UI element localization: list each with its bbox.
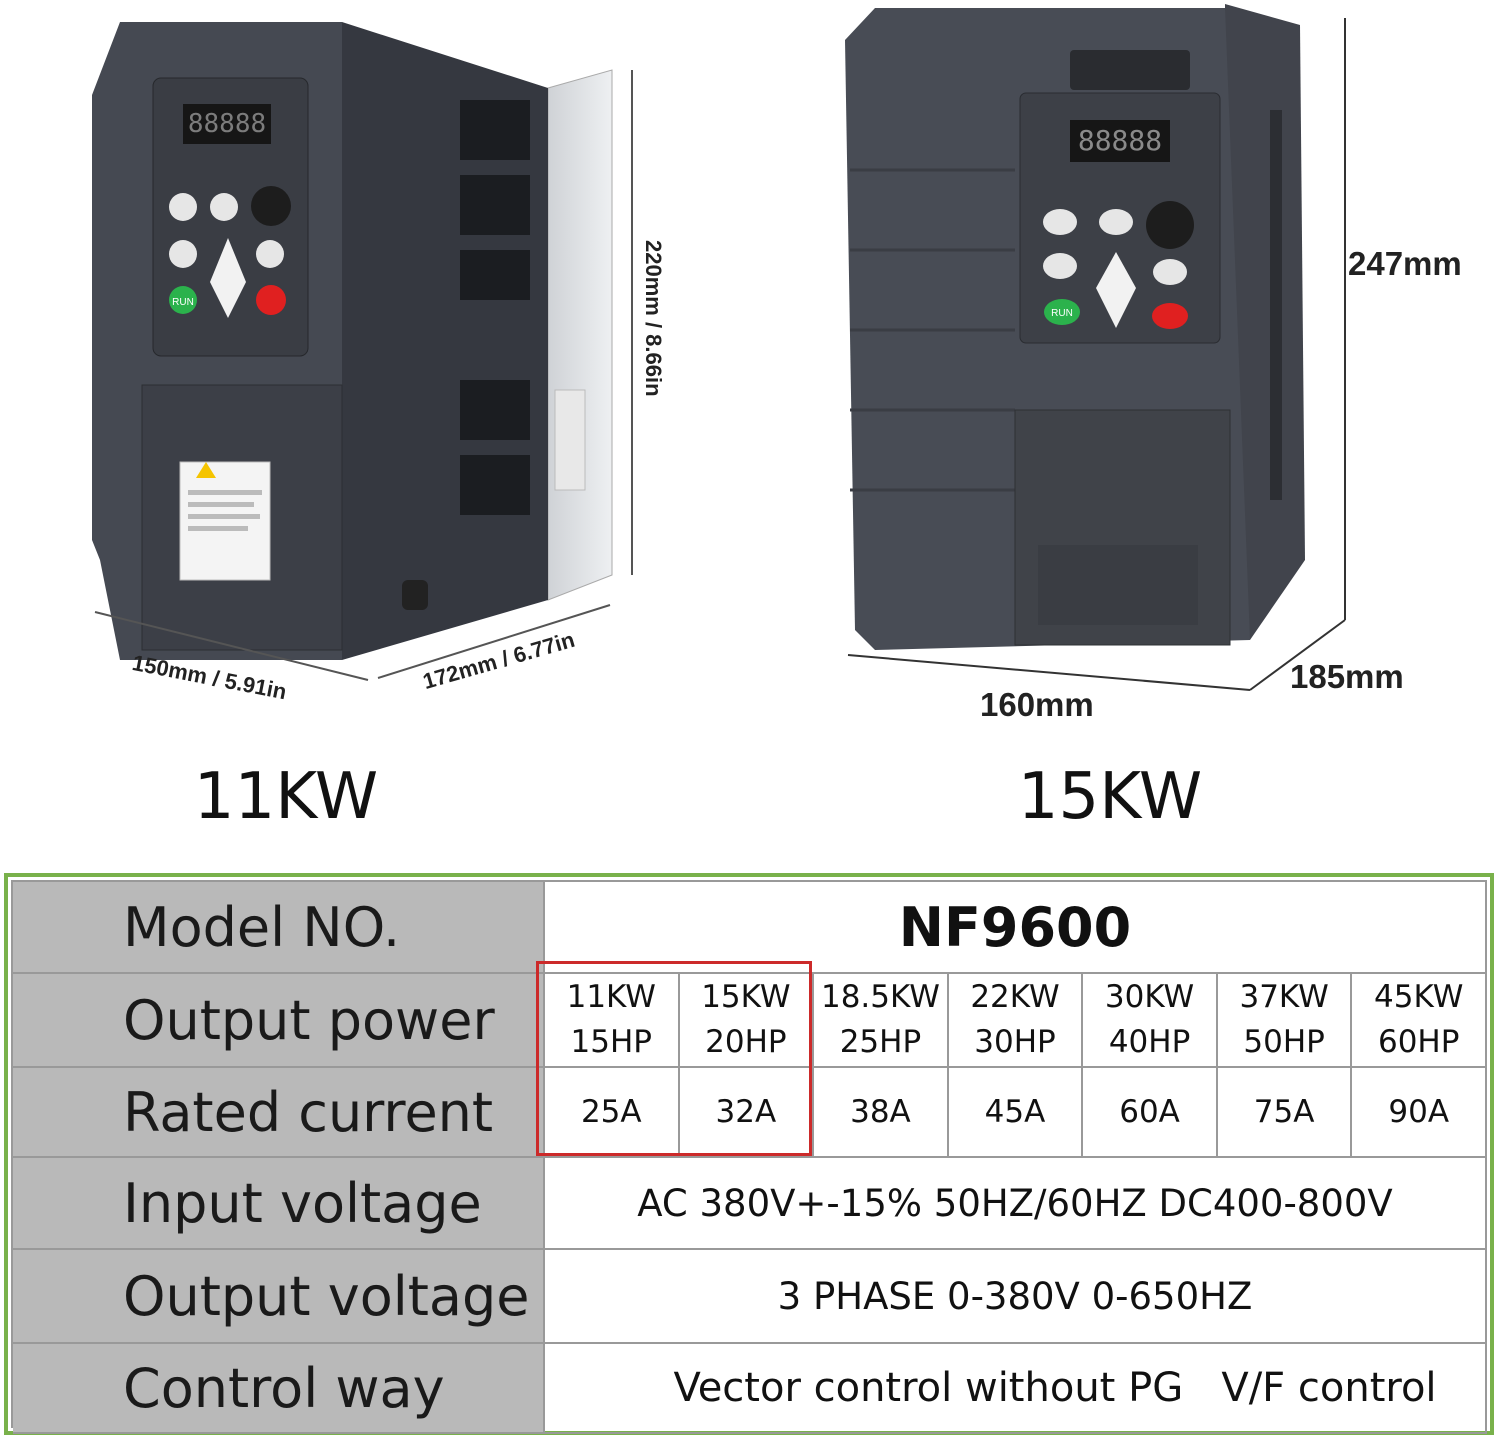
output-power-cell: 11KW 15HP xyxy=(545,974,680,1068)
power-hp: 40HP xyxy=(1108,1024,1191,1060)
control-way-value: Vector control without PG V/F control xyxy=(545,1344,1487,1434)
model-no-label: Model NO. xyxy=(13,882,545,974)
dimension-depth-15kw: 185mm xyxy=(1290,658,1404,695)
power-hp: 20HP xyxy=(705,1024,787,1060)
display-digits-11kw: 88888 xyxy=(188,109,266,139)
rated-current-cell: 90A xyxy=(1352,1068,1487,1158)
inverter-15kw-illustration: 88888 RUN xyxy=(845,4,1346,691)
spec-grid: Model NO. NF9600 Output power 11KW 15HP 1… xyxy=(11,880,1487,1434)
inverter-11kw-illustration: 88888 RUN xyxy=(92,22,633,681)
power-kw: 18.5KW xyxy=(820,979,940,1016)
control-way-label: Control way xyxy=(13,1344,545,1434)
product-15kw-image: 88888 RUN 247mm 185mm 160mm xyxy=(740,0,1500,760)
rated-current-label: Rated current xyxy=(13,1068,545,1158)
output-power-cell: 18.5KW 25HP xyxy=(814,974,949,1068)
output-power-cell: 30KW 40HP xyxy=(1083,974,1218,1068)
rated-current-cell: 75A xyxy=(1217,1068,1353,1158)
dimension-width-15kw: 160mm xyxy=(980,686,1094,723)
display-digits-15kw: 88888 xyxy=(1078,124,1162,157)
caption-15kw: 15KW xyxy=(1017,760,1203,834)
rated-current-cell: 38A xyxy=(814,1068,949,1158)
power-hp: 50HP xyxy=(1243,1024,1325,1060)
power-kw: 11KW xyxy=(566,979,656,1016)
power-hp: 60HP xyxy=(1377,1024,1460,1060)
caption-11kw: 11KW xyxy=(193,760,379,834)
product-11kw-image: 88888 RUN 150mm / 5.91in 172mm / 6.77in … xyxy=(0,0,700,760)
output-power-label: Output power xyxy=(13,974,545,1068)
power-hp: 25HP xyxy=(839,1024,922,1060)
rated-current-cell: 45A xyxy=(948,1068,1084,1158)
output-voltage-value: 3 PHASE 0-380V 0-650HZ xyxy=(545,1250,1487,1344)
model-no-value: NF9600 xyxy=(545,882,1487,974)
rated-current-cell: 25A xyxy=(545,1068,680,1158)
power-hp: 30HP xyxy=(974,1024,1056,1060)
output-power-cell: 45KW 60HP xyxy=(1352,974,1487,1068)
spec-table: Model NO. NF9600 Output power 11KW 15HP 1… xyxy=(4,873,1494,1435)
power-kw: 22KW xyxy=(970,979,1060,1016)
output-power-cell: 22KW 30HP xyxy=(948,974,1084,1068)
run-button-label-15kw: RUN xyxy=(1051,308,1073,319)
dimension-height-11kw: 220mm / 8.66in xyxy=(641,240,666,397)
dimension-height-15kw: 247mm xyxy=(1348,245,1462,282)
power-kw: 45KW xyxy=(1374,979,1464,1016)
power-kw: 15KW xyxy=(701,979,791,1016)
power-hp: 15HP xyxy=(570,1024,652,1060)
run-button-label-11kw: RUN xyxy=(172,297,194,308)
power-kw: 37KW xyxy=(1239,979,1329,1016)
output-voltage-label: Output voltage xyxy=(13,1250,545,1344)
input-voltage-value: AC 380V+-15% 50HZ/60HZ DC400-800V xyxy=(545,1158,1487,1250)
rated-current-cell: 60A xyxy=(1083,1068,1218,1158)
input-voltage-label: Input voltage xyxy=(13,1158,545,1250)
rated-current-cell: 32A xyxy=(679,1068,815,1158)
output-power-cell: 37KW 50HP xyxy=(1217,974,1353,1068)
power-kw: 30KW xyxy=(1104,979,1195,1016)
output-power-cell: 15KW 20HP xyxy=(679,974,815,1068)
